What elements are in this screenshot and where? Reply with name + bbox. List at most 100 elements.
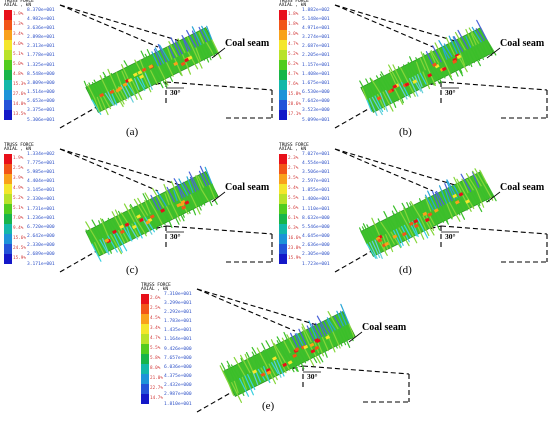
bolt-element: [198, 170, 208, 188]
legend-value: 2.987e+000: [164, 392, 192, 398]
stress-hotspot: [272, 356, 277, 361]
bolt-element: [379, 73, 389, 90]
legend-percent: 24.5%: [13, 246, 26, 251]
bolt-element: [99, 239, 108, 254]
bolt-element: [425, 214, 435, 231]
legend-percent: 1.8%: [288, 12, 299, 17]
callout-line: [334, 148, 434, 192]
bolt-element: [323, 321, 331, 334]
bolt-element: [478, 43, 487, 57]
bolt-element: [123, 83, 134, 103]
legend-swatch: [141, 364, 149, 374]
legend-value: 3.171e+001: [27, 261, 55, 267]
bolt-element: [166, 186, 176, 204]
bolt-element: [240, 354, 251, 374]
stress-hotspot: [375, 236, 381, 241]
callout-line: [59, 148, 159, 192]
legend-value: 6.530e+000: [302, 90, 330, 95]
legend-value: 2.305e+000: [302, 252, 330, 258]
legend-percent: 5.0%: [13, 62, 24, 67]
legend-value: 1.723e+001: [302, 261, 330, 267]
bolt-element: [336, 310, 345, 328]
legend-swatch: [141, 394, 149, 404]
stress-hotspot: [454, 53, 460, 58]
bolt-element: [366, 99, 373, 112]
bolt-element: [327, 310, 339, 330]
stress-hotspot: [314, 337, 320, 343]
bolt-element: [444, 189, 451, 204]
model-drawing: [196, 288, 410, 413]
bolt-element: [417, 203, 424, 217]
stress-hotspot: [119, 224, 125, 229]
stress-hotspot: [392, 234, 398, 239]
bolt-element: [465, 28, 475, 48]
bolt-element: [468, 27, 480, 45]
legend-swatch: [279, 100, 287, 110]
bolt-element: [382, 91, 394, 112]
bolt-element: [147, 215, 158, 230]
bolt-element: [479, 169, 488, 185]
bolt-element: [99, 95, 109, 116]
bolt-element: [198, 31, 205, 45]
bolt-element: [112, 218, 120, 232]
stress-hotspot: [115, 88, 121, 93]
bolt-element: [359, 80, 371, 100]
stress-hotspot: [412, 79, 418, 84]
legend-percent: 3.0%: [288, 32, 299, 37]
bolt-element: [182, 54, 192, 75]
bolt-element: [163, 183, 173, 205]
legend-percent: 3.5%: [288, 176, 299, 181]
legend-value: 9.426e+000: [164, 346, 192, 352]
bolt-element: [192, 48, 203, 69]
bolt-element: [417, 218, 429, 239]
model-drawing: [59, 148, 273, 273]
bolt-element: [187, 51, 199, 70]
bolt-element: [139, 219, 147, 235]
legend-percent: 3.4%: [150, 326, 161, 331]
bolt-element: [443, 60, 452, 78]
bolt-element: [123, 227, 132, 241]
bolt-element: [438, 185, 448, 205]
legend-value: 5.306e+001: [27, 117, 55, 123]
legend-swatch: [141, 374, 149, 384]
legend-swatch: [279, 90, 287, 100]
stress-hotspot: [377, 238, 383, 243]
legend-swatch: [279, 184, 287, 194]
stress-hotspot: [260, 372, 266, 377]
bolt-element: [295, 350, 305, 370]
bolt-element: [446, 203, 454, 219]
legend-swatch: [141, 334, 149, 344]
bolt-element: [102, 71, 114, 90]
coal-seam-pointer: [486, 47, 501, 59]
bolt-element: [208, 184, 216, 201]
bolt-element: [409, 56, 419, 76]
legend-percent: 5.2%: [13, 196, 24, 201]
bolt-element: [227, 365, 235, 382]
stress-hotspot: [184, 200, 190, 205]
bolt-element: [104, 92, 114, 106]
angle-box-edge: [440, 225, 548, 235]
bolt-element: [156, 190, 168, 208]
legend-percent: 5.8%: [150, 356, 161, 361]
bolt-element: [203, 187, 213, 207]
bolt-element: [92, 227, 101, 241]
legend-title-line2: AXIAL , kN: [4, 147, 32, 152]
bolt-element: [262, 349, 270, 365]
bolt-element: [386, 73, 395, 88]
bolt-element: [419, 216, 430, 237]
bolt-element: [415, 61, 421, 74]
legend-swatch: [279, 254, 287, 264]
legend-swatch: [279, 80, 287, 90]
bolt-element: [474, 168, 485, 186]
bolt-element: [369, 242, 378, 259]
legend-value: 7.027e+001: [302, 151, 330, 157]
bolt-element: [150, 70, 159, 85]
bolt-element: [391, 210, 400, 229]
bolt-element: [377, 221, 384, 237]
bolt-element: [467, 192, 475, 206]
bolt-element: [121, 64, 130, 82]
stress-hotspot: [132, 72, 138, 77]
